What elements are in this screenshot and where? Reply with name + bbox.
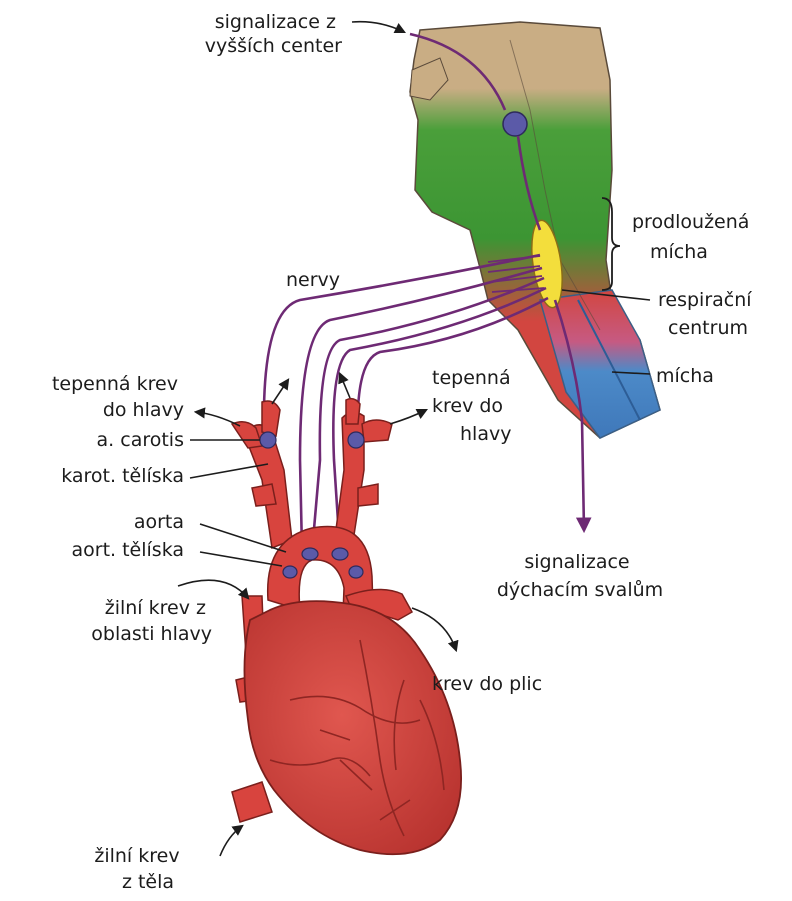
label-arterial-right: tepenná krev do hlavy: [432, 367, 517, 445]
label-aortic-bodies: aort. tělíska: [71, 539, 184, 561]
arrow-signal-higher: [352, 22, 404, 32]
label-arterial-left: tepenná krev do hlavy: [52, 373, 184, 421]
label-spinal-cord: mícha: [656, 365, 714, 387]
label-carotid: a. carotis: [97, 429, 184, 451]
label-carotid-bodies: karot. tělíska: [61, 465, 184, 487]
higher-center-node: [503, 112, 527, 136]
heart-and-vessels: [232, 399, 461, 855]
arrow-arterial-right: [390, 410, 426, 424]
label-medulla: prodloužená mícha: [632, 211, 755, 263]
leader-carotid-bodies: [190, 464, 268, 478]
leader-aortic-bodies: [200, 552, 282, 566]
aortic-body-4: [349, 566, 363, 578]
label-resp-center: respirační centrum: [658, 289, 758, 339]
arrow-venous-body: [220, 826, 242, 856]
label-venous-head: žilní krev z oblasti hlavy: [91, 597, 212, 645]
arrow-arterial-up-b: [340, 374, 350, 398]
carotid-body-right: [348, 432, 364, 448]
label-blood-lungs: krev do plic: [432, 673, 542, 695]
label-signal-muscles: signalizace dýchacím svalům: [497, 551, 663, 601]
nerve-aorta-c: [333, 288, 546, 552]
aortic-body-3: [283, 566, 297, 578]
arrow-blood-lungs: [412, 608, 456, 650]
aortic-body-1: [302, 548, 318, 560]
label-signal-higher: signalizace z vyšších center: [205, 11, 342, 57]
label-venous-body: žilní krev z těla: [94, 845, 185, 893]
label-nerves: nervy: [286, 269, 340, 291]
arrow-arterial-up-a: [272, 380, 288, 404]
label-aorta: aorta: [134, 511, 184, 533]
arrow-venous-head: [178, 580, 248, 598]
inferior-vena-cava: [232, 782, 272, 822]
aortic-body-2: [332, 548, 348, 560]
heart: [244, 601, 461, 854]
carotid-body-left: [260, 432, 276, 448]
